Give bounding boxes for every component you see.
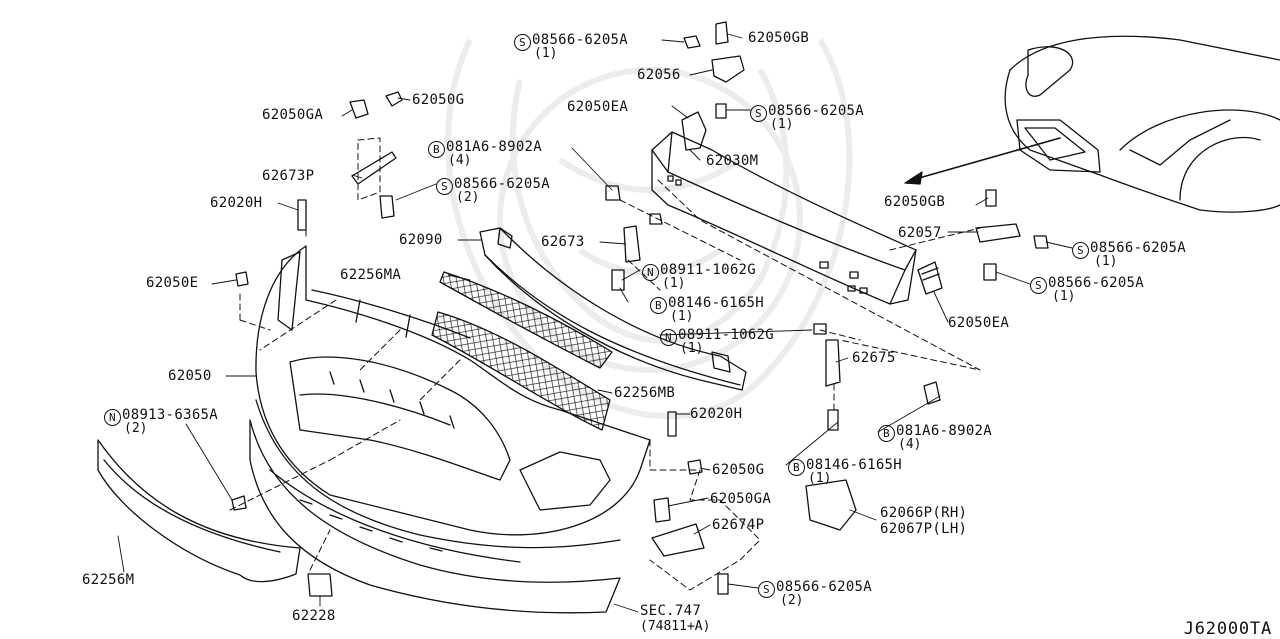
part-label: SEC.747 (640, 603, 702, 619)
part-label: 62050E (146, 275, 199, 291)
bracket-62050EA (681, 111, 707, 151)
part-label: 62050EA (948, 315, 1010, 331)
part-label: 62066P(RH) (880, 505, 968, 521)
energy-absorber-62090 (479, 227, 747, 391)
clip-62050E (235, 271, 249, 287)
grille-62256MB (431, 311, 611, 431)
part-qty: (74811+A) (640, 619, 711, 634)
part-qty: (1) (1052, 289, 1076, 304)
part-label: 62050GB (884, 194, 946, 210)
part-qty: (4) (448, 153, 472, 168)
grille-62256MA (439, 271, 613, 369)
part-label: 62256MB (614, 385, 676, 401)
part-qty: (1) (808, 471, 832, 486)
part-label: 62674P (712, 517, 765, 533)
bracket-62673P (351, 151, 397, 185)
diagram-reference-code: J62000TA (1183, 619, 1272, 639)
part-qty: (4) (898, 437, 922, 452)
part-label: 62673 (541, 234, 585, 250)
part-qty: (2) (124, 421, 148, 436)
bumper-fascia-62050 (255, 245, 651, 549)
bracket-62057 (975, 223, 1021, 243)
part-label: 62256MA (340, 267, 402, 283)
part-qty: (1) (770, 117, 794, 132)
part-qty: (2) (456, 190, 480, 205)
part-label: 62057 (898, 225, 942, 241)
undercover-sec747 (249, 419, 621, 614)
part-label: 62067P(LH) (880, 521, 968, 537)
bracket-62675 (825, 339, 841, 387)
part-qty: (1) (534, 46, 558, 61)
part-qty: (1) (680, 341, 704, 356)
part-label: 62050GA (710, 491, 772, 507)
lower-trim-62256M (97, 439, 301, 583)
part-label: 62675 (852, 350, 896, 366)
part-qty: (1) (1094, 254, 1118, 269)
bolt-62050GB (715, 21, 729, 45)
part-label: 62090 (399, 232, 443, 248)
part-qty: (1) (670, 309, 694, 324)
part-label: 62020H (210, 195, 263, 211)
part-label: 62256M (82, 572, 135, 588)
part-label: 62030M (706, 153, 759, 169)
part-label: 62056 (637, 67, 681, 83)
bumper-reinforcement-62030M (651, 131, 917, 305)
bracket-62050EA-right (917, 261, 943, 295)
clip-62050G (385, 91, 403, 107)
part-label: 62673P (262, 168, 315, 184)
part-qty: (2) (780, 593, 804, 608)
cap-62228 (307, 573, 333, 597)
part-label: 62020H (690, 406, 743, 422)
bracket-62673 (623, 225, 641, 263)
bracket-62056 (711, 55, 745, 83)
bracket-62674P (651, 523, 705, 557)
part-label: 62050 (168, 368, 212, 384)
part-label: 62050GB (748, 30, 810, 46)
clip-62050GA (349, 99, 369, 119)
part-qty: (1) (662, 276, 686, 291)
part-label: 62050EA (567, 99, 629, 115)
part-label: 62050G (412, 92, 465, 108)
part-label: 62050GA (262, 107, 324, 123)
vehicle-location-view (1004, 35, 1280, 213)
part-label: 62228 (292, 608, 336, 624)
part-label: 62050G (712, 462, 765, 478)
clip-08913 (231, 495, 247, 511)
bracket-62066P (805, 479, 857, 531)
